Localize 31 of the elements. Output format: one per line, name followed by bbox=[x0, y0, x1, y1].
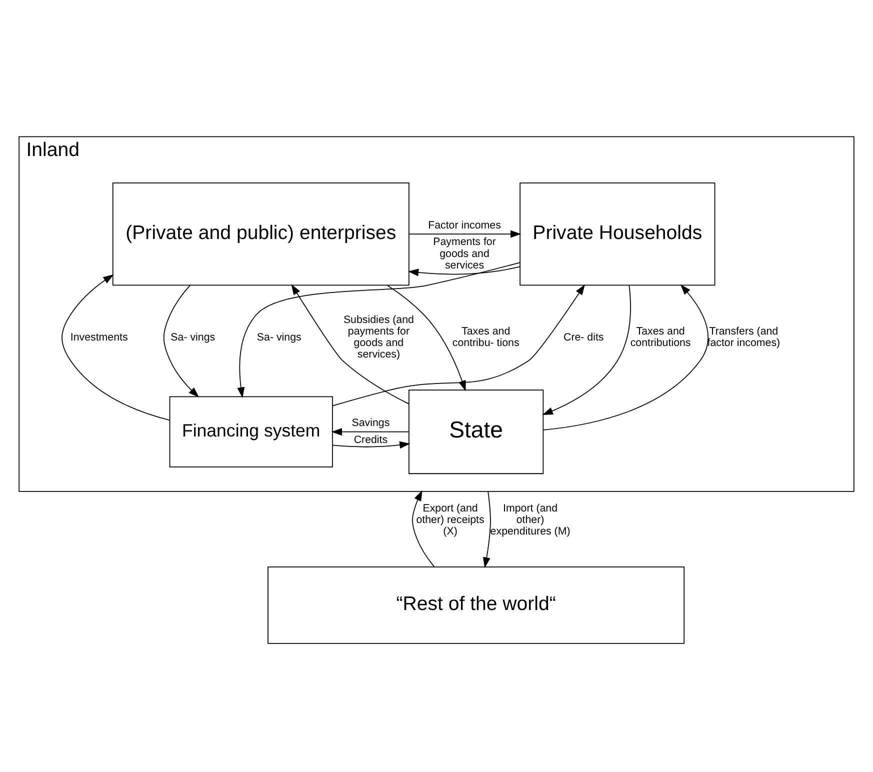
arrow bbox=[291, 284, 410, 404]
edge-label: Taxes and contribu- tions bbox=[452, 325, 520, 349]
edge-label: Subsidies (and payments for goods and services) bbox=[343, 314, 414, 360]
node-box: State bbox=[408, 389, 544, 474]
edge-label: Cre- dits bbox=[564, 330, 604, 343]
edge-label: Investments bbox=[70, 330, 128, 343]
edge-label: Payments for goods and services bbox=[433, 236, 496, 271]
edge-label: Credits bbox=[354, 434, 388, 446]
node-box: (Private and public) enterprises bbox=[112, 182, 410, 286]
edge-label: Import (and other) expenditures (M) bbox=[490, 502, 570, 538]
arrow bbox=[412, 490, 435, 567]
arrow bbox=[542, 284, 631, 414]
edge-label: Sa- vings bbox=[170, 330, 216, 343]
edge-label: Factor incomes bbox=[428, 218, 501, 231]
arrow bbox=[62, 274, 170, 420]
arrow bbox=[332, 440, 410, 448]
arrow bbox=[482, 490, 491, 568]
arrow bbox=[332, 284, 585, 406]
edge-label: Taxes and contributions bbox=[630, 325, 691, 349]
node-box: Private Households bbox=[520, 182, 716, 286]
arrow bbox=[163, 284, 200, 397]
arrow bbox=[408, 230, 522, 238]
arrow bbox=[408, 266, 520, 276]
edge-label: Export (and other) receipts (X) bbox=[416, 502, 484, 538]
node-box: “Rest of the world“ bbox=[268, 566, 685, 644]
arrow bbox=[331, 428, 410, 436]
arrow bbox=[542, 284, 708, 430]
arrow bbox=[237, 262, 520, 398]
edge-label: Sa- vings bbox=[256, 330, 302, 343]
node-box: Financing system bbox=[169, 396, 333, 467]
edge-label: Savings bbox=[352, 416, 390, 429]
